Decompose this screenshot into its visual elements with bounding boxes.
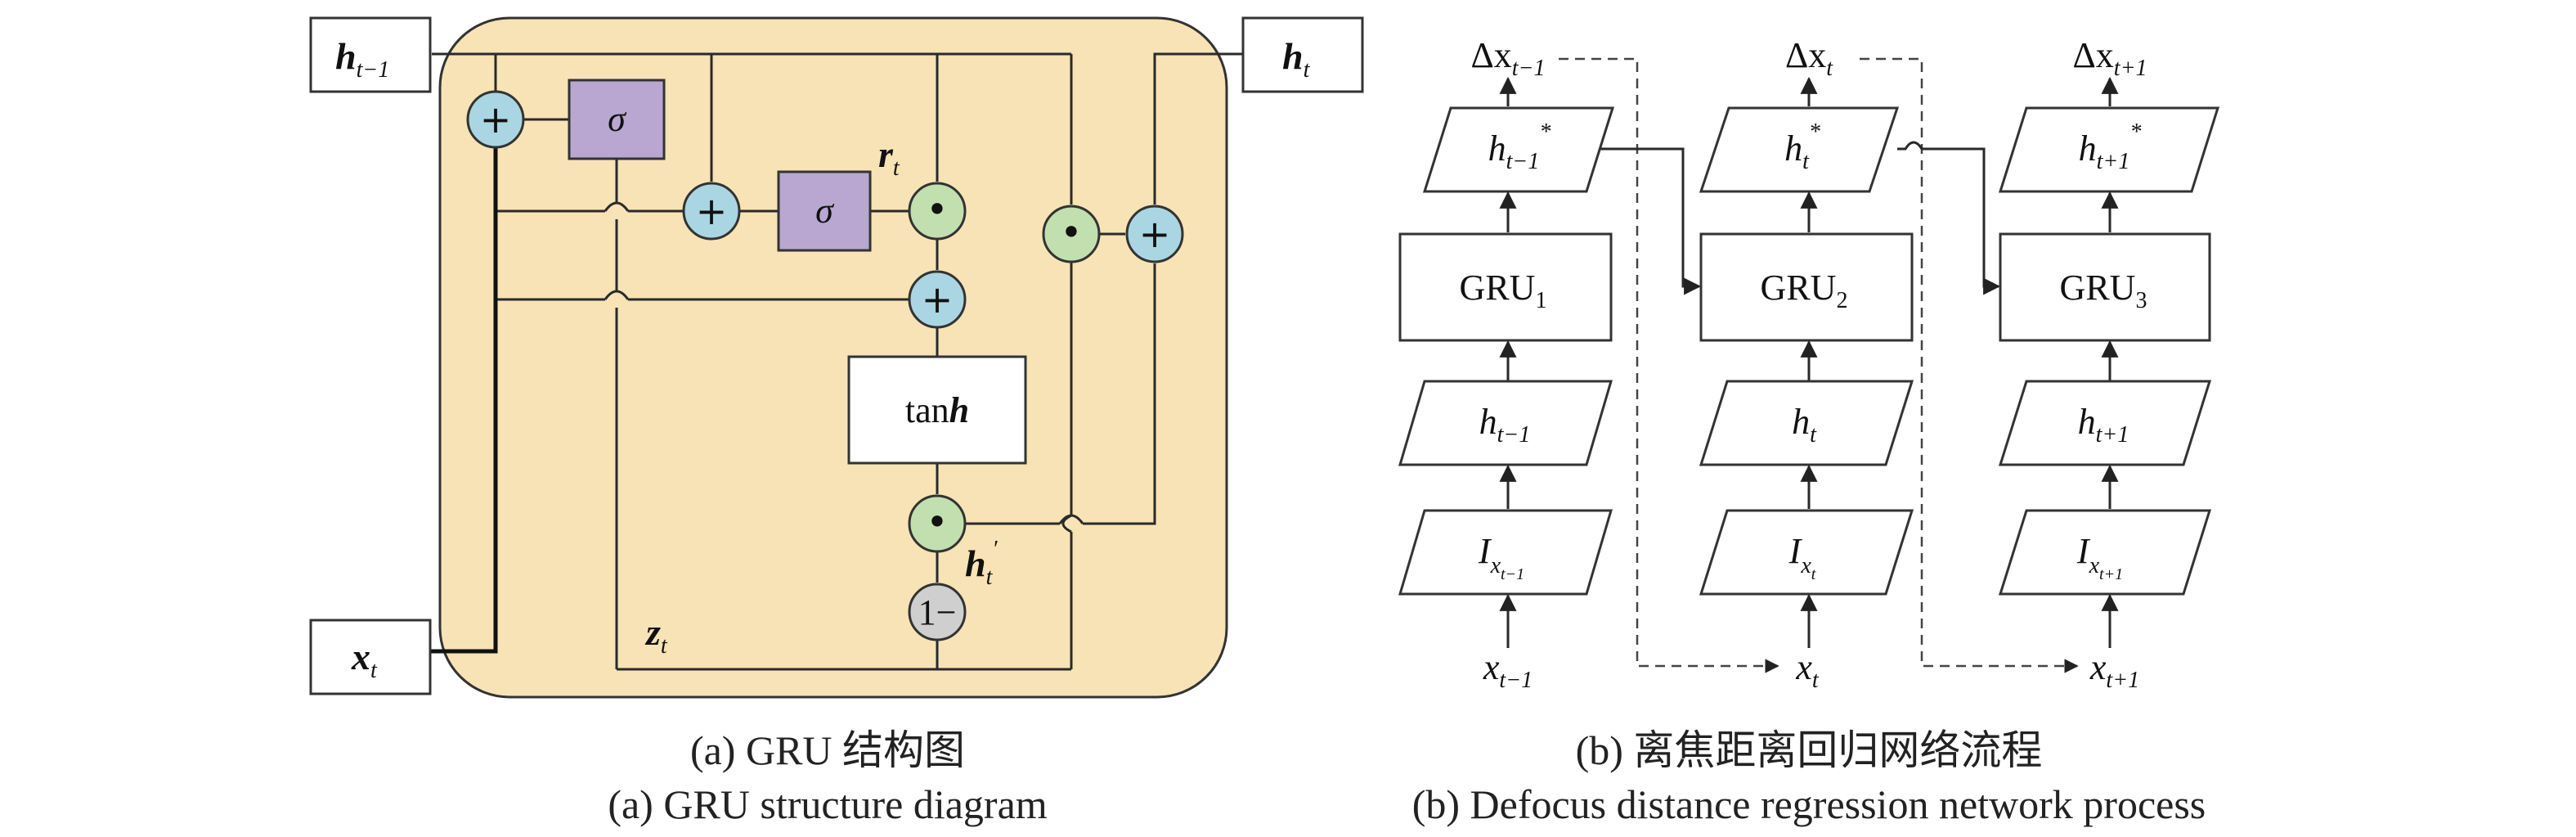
h-parallelogram [1998, 380, 2212, 466]
svg-text:GRU3: GRU3 [2060, 268, 2147, 313]
svg-text:•: • [926, 187, 948, 232]
svg-text:Ixt−1: Ixt−1 [1478, 531, 1524, 583]
svg-text:•: • [926, 500, 948, 544]
delta-label: Δxt−1 [1471, 35, 1546, 81]
svg-text:GRU1: GRU1 [1460, 268, 1547, 313]
delta-label: Δxt+1 [2073, 35, 2147, 81]
svg-text:Ixt: Ixt [1788, 531, 1816, 583]
svg-text:tanh: tanh [905, 390, 969, 430]
plus-node-output: + [1125, 205, 1184, 263]
gru-box [1398, 232, 1613, 342]
image-parallelogram [1998, 509, 2212, 596]
flow-columns: Δxt−1 ht−1* GRU1 ht−1 Ixt−1 xt−1 Δxt [1398, 35, 2220, 693]
mul-node-candidate: • [908, 494, 967, 553]
recurrent-connections [1595, 141, 2001, 295]
mul-node-update: • [1042, 205, 1101, 263]
feedback-dashed-lines [1559, 57, 2079, 673]
sigma-gate-reset: σ [777, 170, 872, 252]
x-input-label: xt−1 [1483, 647, 1533, 693]
gru-box [1999, 232, 2211, 342]
hstar-parallelogram [1998, 106, 2220, 193]
r-t-label: rt [878, 133, 900, 181]
plus-node-reset: + [682, 182, 741, 241]
flow-column-1: Δxt−1 ht−1* GRU1 ht−1 Ixt−1 xt−1 [1398, 35, 1615, 693]
tanh-box: tanh [847, 355, 1027, 465]
sigma-gate-update: σ [568, 79, 666, 160]
caption-a-english: (a) GRU structure diagram [608, 781, 1047, 827]
svg-text:xt: xt [351, 636, 378, 683]
one-minus-node: 1− [908, 583, 967, 641]
svg-text:σ: σ [815, 191, 835, 231]
svg-text:GRU2: GRU2 [1761, 268, 1848, 313]
x-input-label: xt [1795, 647, 1820, 693]
flow-column-2: Δxt ht* GRU2 ht Ixt xt [1699, 35, 1914, 693]
gru-box [1699, 232, 1914, 342]
h-parallelogram [1699, 380, 1914, 466]
svg-text:ht+1: ht+1 [2078, 402, 2129, 448]
image-parallelogram [1398, 509, 1613, 596]
flow-column-3: Δxt+1 ht+1* GRU3 ht+1 Ixt+1 xt+1 [1998, 35, 2220, 693]
z-t-label: zt [644, 611, 668, 659]
plus-node-candidate: + [908, 270, 967, 329]
svg-text:σ: σ [608, 99, 627, 139]
svg-text:+: + [1139, 212, 1171, 256]
svg-text:•: • [1060, 210, 1082, 254]
svg-text:+: + [696, 189, 728, 233]
x-in-box: xt [309, 619, 432, 695]
svg-text:ht−1: ht−1 [335, 35, 389, 83]
svg-text:ht*: ht* [1784, 119, 1820, 174]
svg-text:1−: 1− [918, 592, 957, 632]
svg-text:ht: ht [1792, 402, 1817, 448]
h-out-box: ht [1241, 16, 1364, 93]
svg-text:ht+1*: ht+1* [2079, 119, 2142, 174]
image-parallelogram [1699, 509, 1914, 596]
h-prev-box: ht−1 [309, 16, 432, 93]
hstar-parallelogram [1422, 106, 1615, 193]
h-prime-label: ht′ [965, 537, 998, 590]
svg-text:+: + [480, 97, 512, 142]
svg-text:ht−1*: ht−1* [1488, 119, 1551, 174]
caption-b-english: (b) Defocus distance regression network … [1412, 781, 2206, 827]
svg-text:Ixt+1: Ixt+1 [2076, 531, 2123, 583]
plus-node-update: + [466, 90, 525, 149]
gru-wires [430, 52, 1243, 671]
svg-text:+: + [922, 277, 954, 322]
regression-flow-diagram: Δxt−1 ht−1* GRU1 ht−1 Ixt−1 xt−1 Δxt [1398, 35, 2220, 693]
svg-text:ht: ht [1282, 35, 1311, 83]
gru-structure-diagram: ht−1 ht xt σ σ + + + [309, 16, 1364, 699]
svg-text:ht−1: ht−1 [1479, 402, 1531, 448]
delta-label: Δxt [1785, 35, 1833, 81]
h-parallelogram [1398, 380, 1613, 466]
mul-node-reset: • [908, 182, 967, 241]
x-input-label: xt+1 [2089, 647, 2139, 693]
caption-a-chinese: (a) GRU 结构图 [690, 727, 965, 773]
gru-cell-panel [438, 16, 1228, 699]
caption-b-chinese: (b) 离焦距离回归网络流程 [1576, 727, 2043, 773]
